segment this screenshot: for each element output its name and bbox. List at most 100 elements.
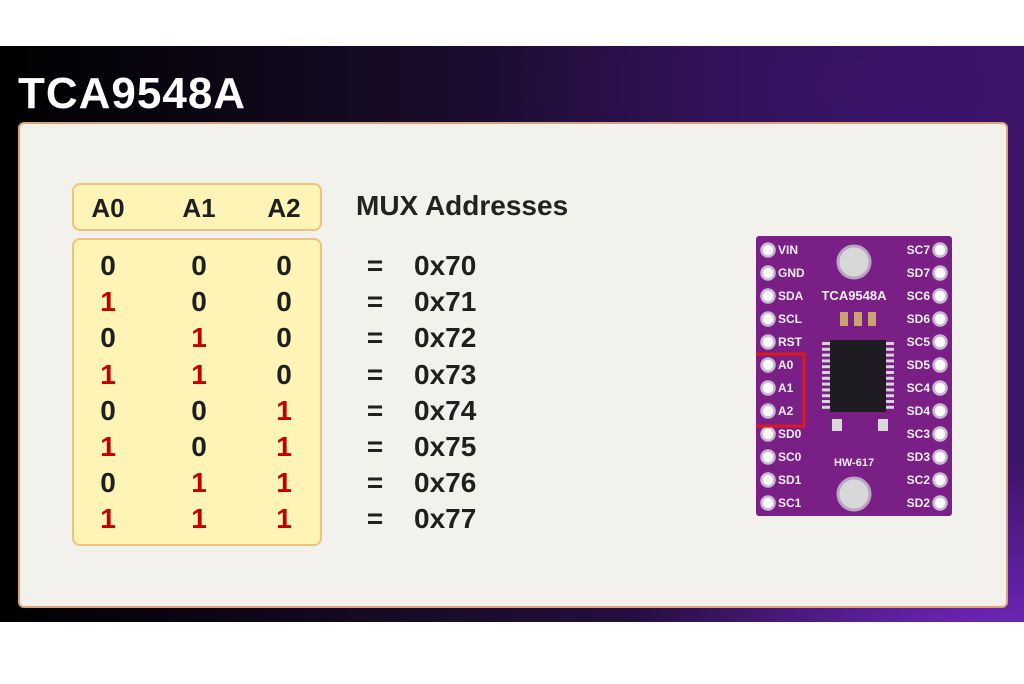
smd-cap bbox=[832, 419, 842, 431]
bit-cell: 1 bbox=[100, 286, 116, 318]
bit-cell: 1 bbox=[100, 358, 116, 390]
pin-label-sc7: SC7 bbox=[907, 243, 931, 257]
bit-cell: 1 bbox=[276, 503, 292, 535]
ic-leg bbox=[886, 347, 894, 351]
tca9548a-board-image: TCA9548A HW-617 VIN GND SDA SCL RST A0A1A2SD0… bbox=[756, 236, 952, 516]
pin-hole bbox=[932, 380, 948, 396]
pin-label-sd6: SD6 bbox=[907, 312, 931, 326]
pin-label-sc0: SC0 bbox=[778, 450, 802, 464]
pin-label-rst: RST bbox=[778, 335, 803, 349]
pin-hole bbox=[760, 380, 776, 396]
pin-label-sd7: SD7 bbox=[907, 266, 931, 280]
smd-cap bbox=[878, 419, 888, 431]
pin-label-scl: SCL bbox=[778, 312, 802, 326]
pin-hole bbox=[932, 495, 948, 511]
equals-sign: = bbox=[366, 431, 384, 462]
ic-leg bbox=[886, 405, 894, 409]
pin-hole bbox=[760, 403, 776, 419]
ic-leg bbox=[822, 388, 830, 392]
pin-hole bbox=[760, 495, 776, 511]
address-pins-highlight bbox=[756, 352, 806, 428]
ic-leg bbox=[886, 371, 894, 374]
ic-leg bbox=[822, 371, 830, 374]
pin-label-a0: A0 bbox=[778, 358, 794, 372]
pin-hole bbox=[932, 334, 948, 350]
pin-label-sd5: SD5 bbox=[907, 358, 931, 372]
bit-cell: 1 bbox=[276, 467, 292, 499]
pin-label-sc5: SC5 bbox=[907, 335, 931, 349]
mux-address-value: 0x72 bbox=[414, 322, 477, 354]
smd-resistor bbox=[854, 312, 862, 326]
pin-hole bbox=[760, 265, 776, 281]
header-a2: A2 bbox=[267, 193, 301, 223]
pin-label-a2: A2 bbox=[778, 404, 794, 418]
ic-leg bbox=[886, 376, 894, 380]
pin-label-gnd: GND bbox=[778, 266, 805, 280]
mux-address-value: 0x75 bbox=[414, 431, 477, 462]
bit-cell: 0 bbox=[276, 358, 292, 390]
pin-hole bbox=[932, 242, 948, 258]
pin-hole bbox=[760, 357, 776, 373]
pin-hole bbox=[932, 403, 948, 419]
mux-addresses-label: MUX Addresses bbox=[356, 190, 569, 221]
pin-label-sd3: SD3 bbox=[907, 450, 931, 464]
table-header-box: A0 A1 A2 bbox=[72, 183, 322, 231]
mux-address-value: 0x71 bbox=[414, 286, 477, 318]
bit-cell: 0 bbox=[276, 250, 292, 281]
ic-pins bbox=[822, 342, 894, 409]
equals-sign: = bbox=[366, 394, 384, 426]
equals-sign: = bbox=[366, 286, 384, 318]
pin-label-sd4: SD4 bbox=[907, 404, 931, 418]
bit-cell: 1 bbox=[191, 503, 207, 535]
ic-leg bbox=[822, 365, 830, 369]
ic-leg bbox=[822, 394, 830, 398]
pin-hole bbox=[932, 288, 948, 304]
mux-address-value: 0x76 bbox=[414, 467, 477, 499]
pin-hole bbox=[760, 311, 776, 327]
bit-cell: 0 bbox=[100, 467, 116, 499]
ic-leg bbox=[886, 400, 894, 403]
header-a1: A1 bbox=[182, 193, 216, 223]
pin-label-a1: A1 bbox=[778, 381, 794, 395]
pin-label-sc4: SC4 bbox=[907, 381, 931, 395]
ic-leg bbox=[822, 376, 830, 380]
header-a0: A0 bbox=[91, 193, 125, 223]
mux-address-value: 0x70 bbox=[414, 250, 477, 281]
ic-leg bbox=[822, 347, 830, 351]
tca9548a-chip bbox=[830, 340, 886, 412]
pin-hole bbox=[760, 242, 776, 258]
pin-hole bbox=[760, 472, 776, 488]
bit-cell: 0 bbox=[100, 250, 116, 281]
equals-sign: = bbox=[366, 503, 384, 535]
pin-hole bbox=[760, 426, 776, 442]
ic-leg bbox=[822, 359, 830, 363]
ic-leg bbox=[886, 394, 894, 398]
bit-cell: 0 bbox=[100, 322, 116, 354]
bit-cell: 0 bbox=[191, 250, 207, 281]
mux-address-value: 0x73 bbox=[414, 358, 477, 390]
pin-label-sd1: SD1 bbox=[778, 473, 802, 487]
ic-leg bbox=[886, 342, 894, 345]
mount-hole-bottom bbox=[836, 476, 872, 512]
pin-label-vin: VIN bbox=[778, 243, 798, 257]
board-model-label: HW-617 bbox=[834, 457, 874, 469]
pin-hole bbox=[932, 426, 948, 442]
bit-cell: 1 bbox=[100, 431, 116, 462]
pin-hole bbox=[932, 357, 948, 373]
smd-resistor bbox=[868, 312, 876, 326]
bit-cell: 0 bbox=[191, 286, 207, 318]
pin-label-sd0: SD0 bbox=[778, 427, 802, 441]
ic-leg bbox=[886, 382, 894, 386]
pin-hole bbox=[932, 311, 948, 327]
smd-resistor bbox=[840, 312, 848, 326]
pin-label-sda: SDA bbox=[778, 289, 804, 303]
pin-hole bbox=[760, 334, 776, 350]
slide-title: TCA9548A bbox=[18, 69, 247, 118]
pin-hole bbox=[760, 288, 776, 304]
equals-sign: = bbox=[366, 322, 384, 354]
board-name-label: TCA9548A bbox=[821, 288, 887, 303]
